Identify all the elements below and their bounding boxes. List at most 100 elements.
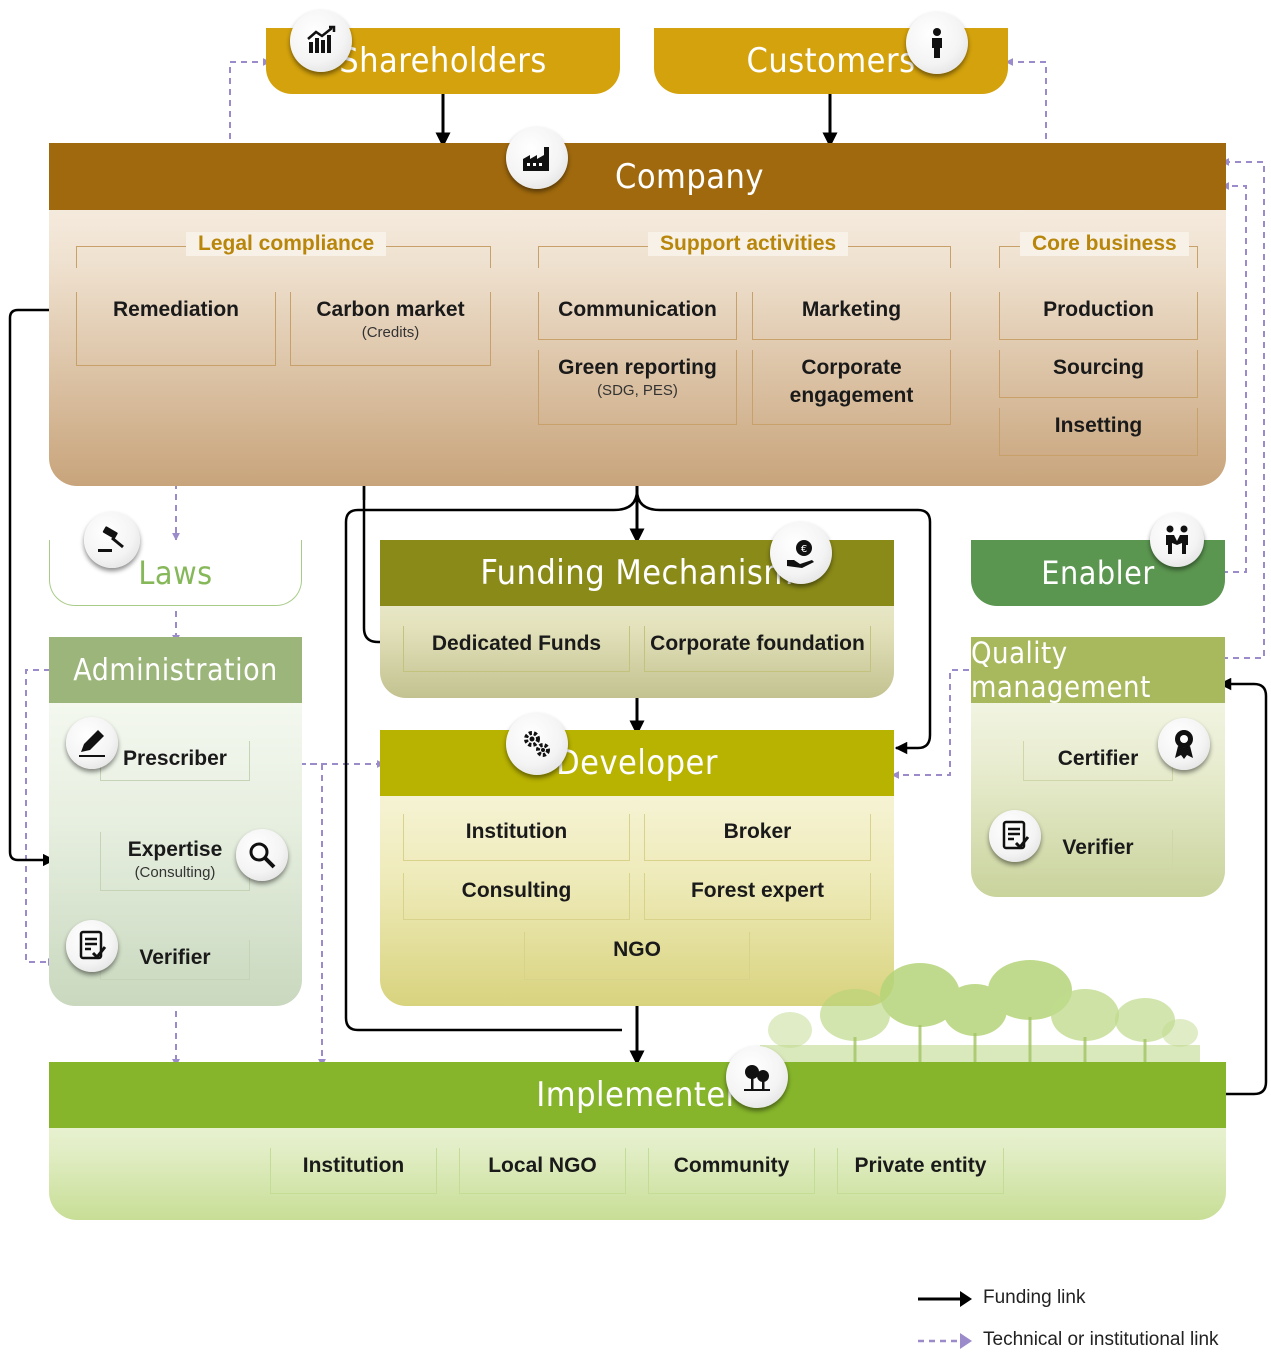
- prescriber-box: Prescriber: [100, 741, 250, 781]
- developer-title: Developer: [556, 743, 718, 783]
- funding-link-split-left: [344, 489, 639, 1032]
- shareholders-title: Shareholders: [339, 41, 547, 81]
- tech-link-enabler-company: [1221, 182, 1247, 573]
- private-entity-box: Private entity: [837, 1148, 1004, 1194]
- legend-technical-label: Technical or institutional link: [983, 1329, 1219, 1350]
- trees-icon: [726, 1046, 788, 1108]
- consulting-label: Consulting: [461, 879, 572, 902]
- quality-verifier-box: Verifier: [1023, 830, 1173, 870]
- corporate-foundation-box: Corporate foundation: [644, 626, 871, 672]
- administration-title: Administration: [73, 652, 278, 688]
- pen-icon: [66, 717, 118, 769]
- green-reporting-label: Green reporting: [558, 356, 717, 379]
- corporate-engagement-box: Corporate engagement: [752, 350, 951, 425]
- tech-link-quality-company: [1221, 158, 1265, 659]
- expertise-label: Expertise: [127, 838, 223, 861]
- hand-coin-icon: €: [770, 522, 832, 584]
- communication-box: Communication: [538, 292, 737, 340]
- admin-verifier-label: Verifier: [139, 946, 211, 969]
- gears-icon: [506, 713, 568, 775]
- award-icon: [1158, 718, 1210, 770]
- sourcing-label: Sourcing: [1052, 356, 1144, 379]
- community-box: Community: [648, 1148, 815, 1194]
- corporate-engagement-label: Corporate engagement: [789, 356, 914, 408]
- green-reporting-sub: (SDG, PES): [597, 382, 678, 400]
- corporate-foundation-label: Corporate foundation: [650, 632, 865, 655]
- company-title: Company: [614, 156, 765, 197]
- community-label: Community: [673, 1154, 790, 1177]
- funding-mechanism-title: Funding Mechanism: [480, 553, 794, 593]
- funding-link-split-right: [635, 489, 932, 755]
- insetting-box: Insetting: [999, 408, 1198, 456]
- quality-verifier-label: Verifier: [1062, 836, 1134, 859]
- impl-institution-label: Institution: [302, 1154, 405, 1177]
- certifier-label: Certifier: [1057, 747, 1139, 770]
- laws-title: Laws: [138, 553, 213, 592]
- certifier-box: Certifier: [1023, 741, 1173, 781]
- quality-management-header: Quality management: [971, 636, 1225, 704]
- implementer-title: Implementer: [536, 1075, 739, 1115]
- handshake-people-icon: [1150, 513, 1204, 567]
- dedicated-funds-box: Dedicated Funds: [403, 626, 630, 672]
- person-icon: [906, 12, 968, 74]
- tech-link-company-shareholders: [229, 58, 271, 150]
- green-reporting-box: Green reporting (SDG, PES): [538, 350, 737, 425]
- dev-institution-label: Institution: [465, 820, 568, 843]
- magnifier-icon: [236, 829, 288, 881]
- dev-institution-box: Institution: [403, 814, 630, 861]
- enabler-title: Enabler: [1041, 554, 1155, 592]
- carbon-market-label: Carbon market: [316, 298, 465, 321]
- ngo-box: NGO: [524, 932, 750, 980]
- factory-icon: [506, 127, 568, 189]
- legend-funding-swatch: [918, 1291, 972, 1307]
- local-ngo-box: Local NGO: [459, 1148, 626, 1194]
- remediation-label: Remediation: [112, 298, 240, 321]
- customers-title: Customers: [746, 41, 916, 81]
- expertise-sub: (Consulting): [134, 864, 216, 882]
- sourcing-box: Sourcing: [999, 350, 1198, 398]
- developer-header: Developer: [380, 730, 894, 796]
- core-business-title: Core business: [1020, 232, 1189, 256]
- broker-label: Broker: [723, 820, 792, 843]
- production-box: Production: [999, 292, 1198, 340]
- marketing-label: Marketing: [801, 298, 902, 321]
- forest-illustration: [760, 960, 1200, 1065]
- expertise-box: Expertise (Consulting): [100, 832, 250, 891]
- carbon-market-box: Carbon market (Credits): [290, 292, 491, 366]
- consulting-box: Consulting: [403, 873, 630, 920]
- forest-expert-label: Forest expert: [690, 879, 825, 902]
- implementer-header: Implementer: [49, 1062, 1226, 1128]
- impl-institution-box: Institution: [270, 1148, 437, 1194]
- prescriber-label: Prescriber: [123, 747, 227, 770]
- admin-verifier-box: Verifier: [100, 940, 250, 980]
- tech-link-quality-developer: [891, 666, 981, 779]
- legend-technical-swatch: [918, 1333, 972, 1349]
- tech-link-company-customers: [1005, 58, 1047, 150]
- legend-funding-label: Funding link: [983, 1287, 1086, 1308]
- quality-management-title: Quality management: [971, 636, 1151, 704]
- administration-header: Administration: [49, 637, 302, 703]
- remediation-box: Remediation: [76, 292, 276, 366]
- dedicated-funds-label: Dedicated Funds: [431, 632, 602, 655]
- local-ngo-label: Local NGO: [488, 1154, 597, 1177]
- production-label: Production: [1043, 298, 1154, 321]
- ngo-label: NGO: [613, 938, 661, 961]
- broker-box: Broker: [644, 814, 871, 861]
- communication-label: Communication: [558, 298, 717, 321]
- marketing-box: Marketing: [752, 292, 951, 340]
- carbon-market-sub: (Credits): [361, 324, 420, 342]
- gavel-icon: [84, 512, 140, 568]
- tech-link-prescriber-implementer: [300, 763, 326, 1067]
- svg-text:€: €: [801, 544, 807, 555]
- insetting-label: Insetting: [1054, 414, 1143, 437]
- support-activities-title: Support activities: [648, 232, 849, 256]
- private-entity-label: Private entity: [854, 1154, 987, 1177]
- legal-compliance-title: Legal compliance: [186, 232, 387, 256]
- tech-link-administration-verifier: [25, 669, 56, 966]
- forest-expert-box: Forest expert: [644, 873, 871, 920]
- checklist-icon: [989, 810, 1041, 862]
- funding-link-remediation-administration: [8, 308, 91, 867]
- bar-chart-icon: [290, 10, 352, 72]
- company-header: Company: [49, 143, 1226, 210]
- funding-link-carbon-dedicated: [362, 360, 410, 649]
